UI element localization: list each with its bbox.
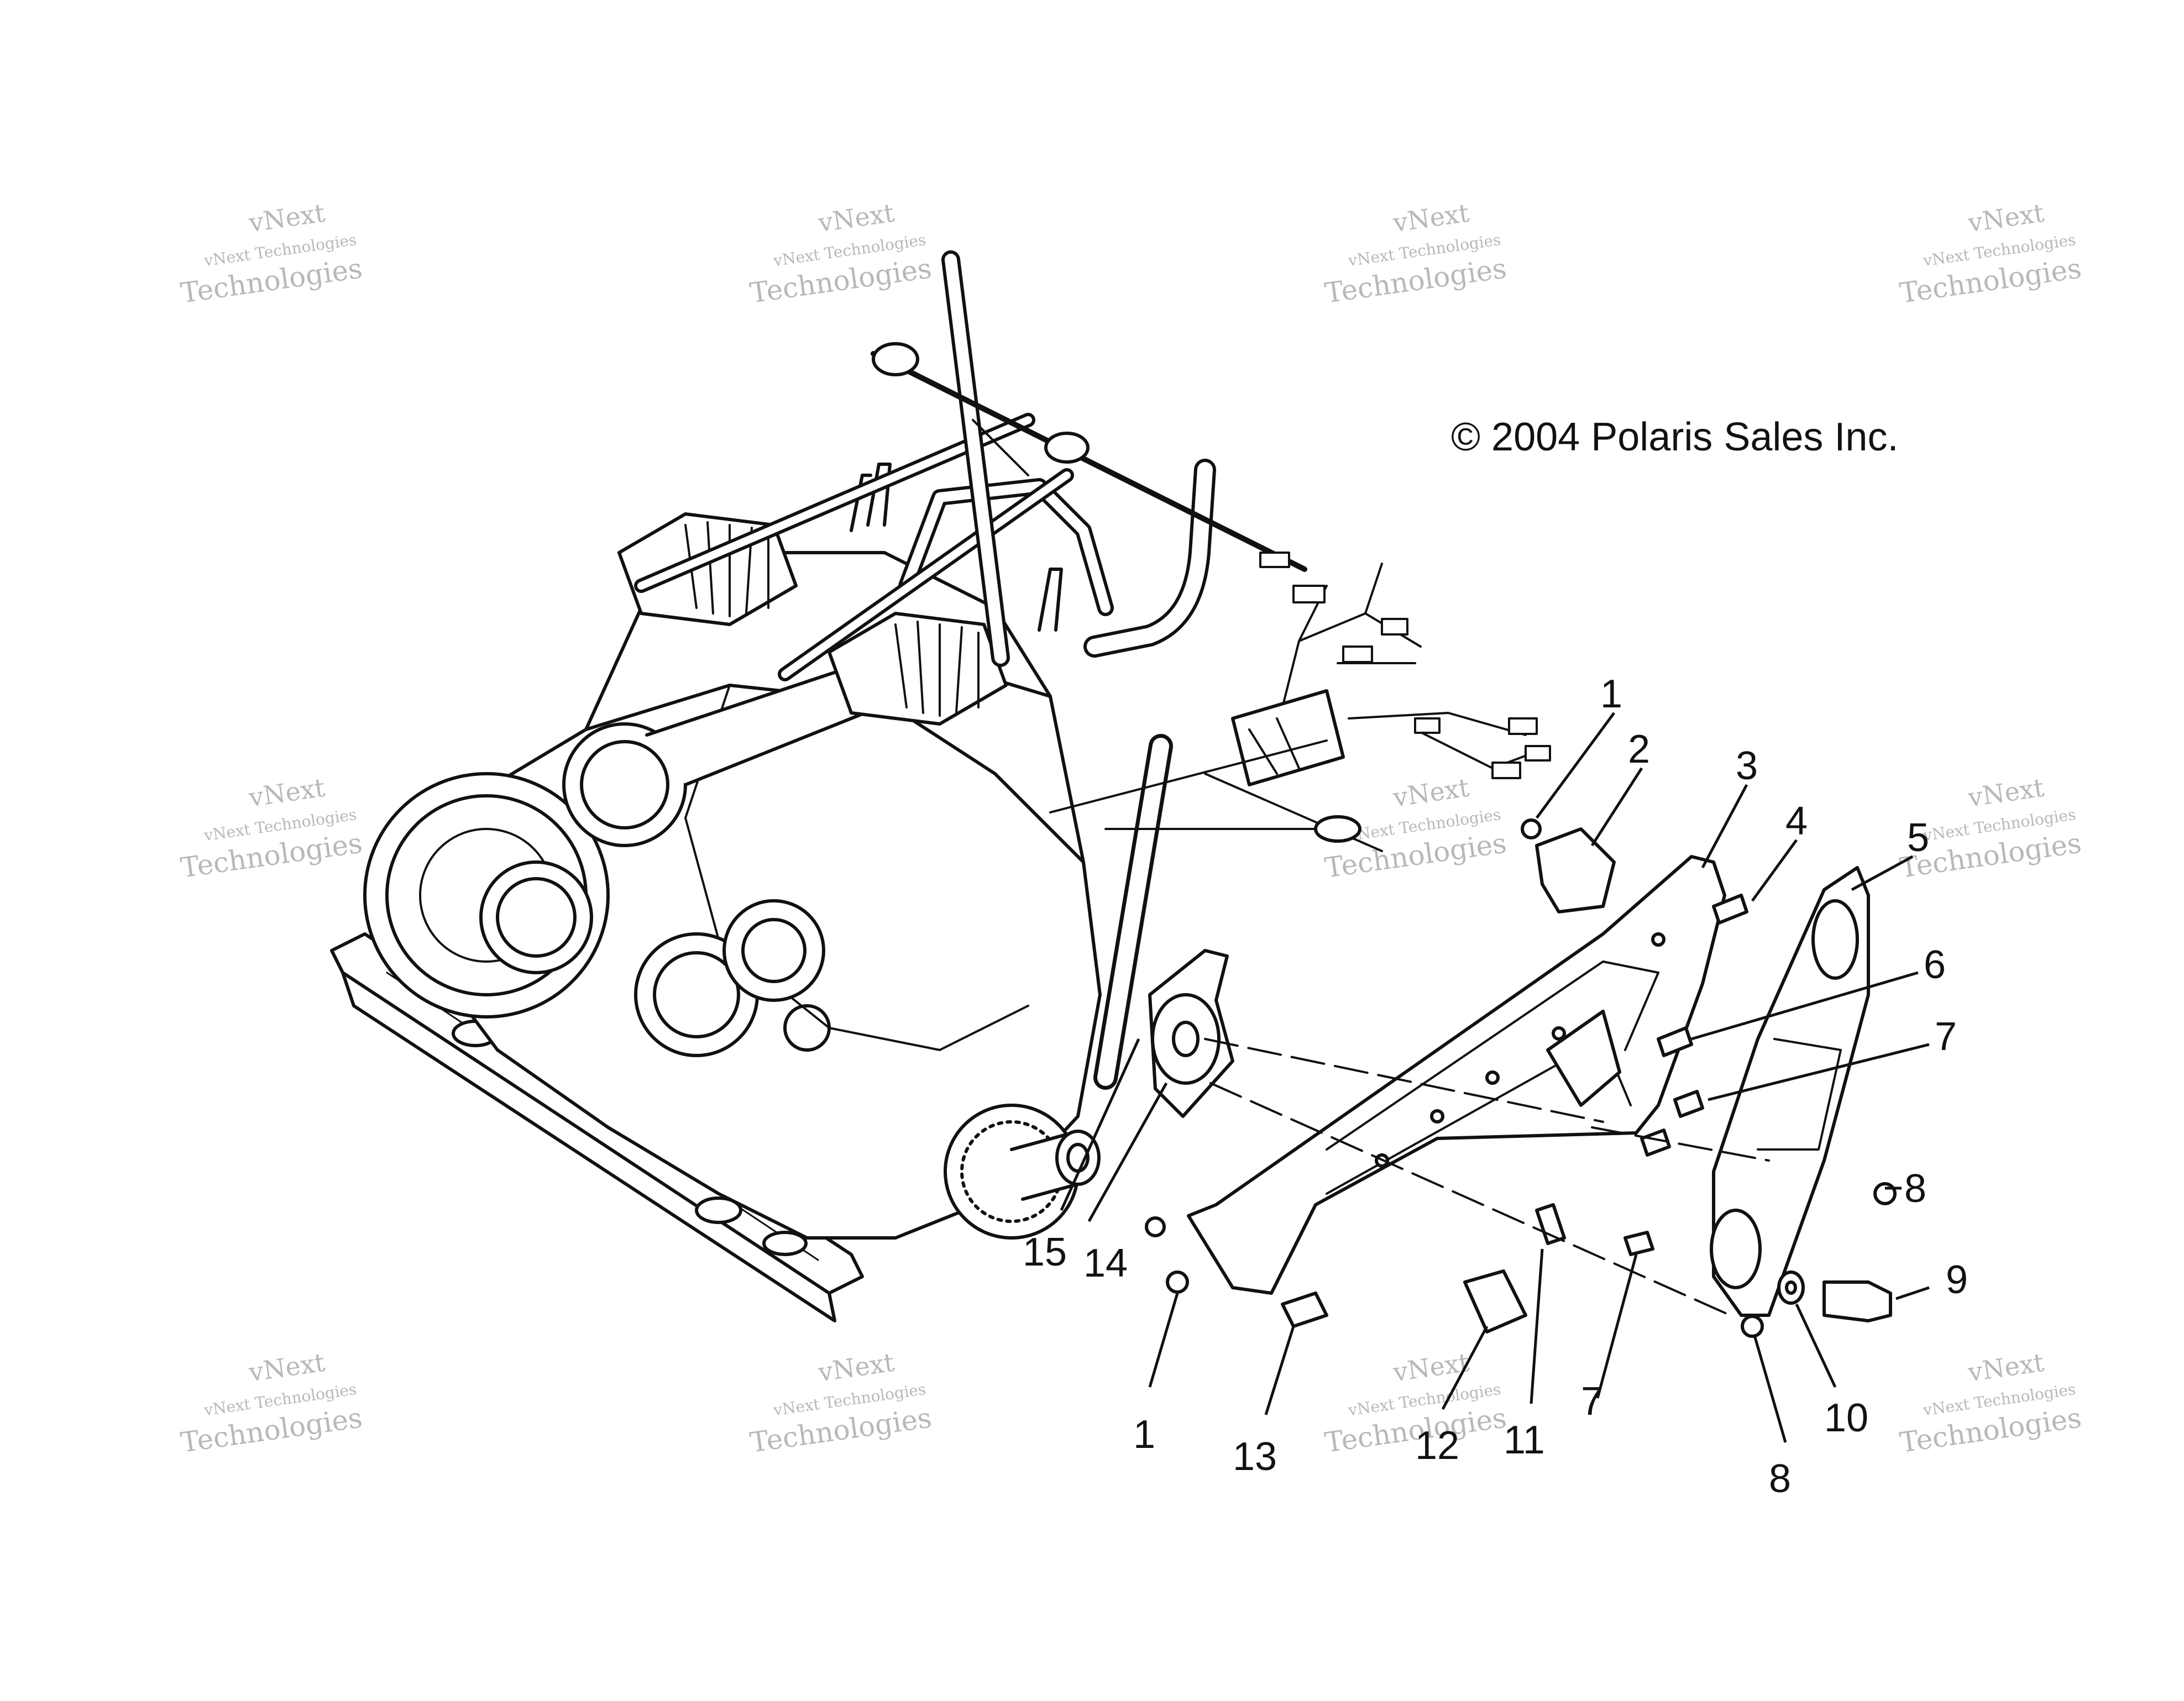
nut-8-lower xyxy=(1741,1315,1764,1338)
side-plate xyxy=(1712,866,1870,1317)
callout-15: 15 xyxy=(1023,1230,1067,1274)
callout-6: 6 xyxy=(1924,943,1946,987)
callout-7-lower: 7 xyxy=(1581,1379,1603,1424)
bolt-9 xyxy=(1822,1280,1892,1322)
spark-plug-2 xyxy=(1038,568,1063,632)
nut-14 xyxy=(1145,1216,1166,1237)
callout-4: 4 xyxy=(1785,799,1808,843)
fuel-rail xyxy=(871,351,1307,572)
bolt-7-lower xyxy=(1623,1231,1654,1256)
callout-12: 12 xyxy=(1415,1424,1459,1468)
callout-8-upper: 8 xyxy=(1904,1167,1926,1211)
bushing-12 xyxy=(1463,1269,1527,1334)
leader-lines xyxy=(1060,712,1930,1443)
callout-2: 2 xyxy=(1628,727,1650,771)
callout-5: 5 xyxy=(1907,816,1929,860)
callout-9: 9 xyxy=(1946,1258,1968,1302)
callout-3: 3 xyxy=(1736,744,1758,788)
nut-lower xyxy=(1166,1271,1189,1294)
bolt-4 xyxy=(1712,894,1748,925)
callout-labels: 1 2 3 4 5 6 7 8 9 10 11 12 13 14 15 1 7 … xyxy=(1023,672,1968,1501)
wiring-harness xyxy=(1049,552,1551,852)
bolt-13 xyxy=(1281,1292,1328,1328)
copyright-notice: © 2004 Polaris Sales Inc. xyxy=(1451,415,1898,459)
bolt-6 xyxy=(1657,1026,1693,1057)
bolt-7-upper xyxy=(1673,1090,1704,1118)
engine-assembly xyxy=(330,250,1551,1322)
spark-plug-3 xyxy=(850,474,872,532)
small-bracket xyxy=(1535,827,1616,914)
callout-7-upper: 7 xyxy=(1935,1015,1957,1059)
callout-1-lower: 1 xyxy=(1133,1413,1155,1457)
callout-8-lower: 8 xyxy=(1769,1457,1791,1501)
callout-14: 14 xyxy=(1083,1241,1128,1285)
callout-11: 11 xyxy=(1504,1418,1545,1462)
nut-upper xyxy=(1521,818,1542,839)
exploded-parts xyxy=(1145,818,1897,1338)
callout-13: 13 xyxy=(1233,1435,1277,1479)
callout-10: 10 xyxy=(1824,1396,1868,1440)
callout-1-upper: 1 xyxy=(1600,672,1622,716)
nut-8-upper xyxy=(1873,1182,1897,1205)
